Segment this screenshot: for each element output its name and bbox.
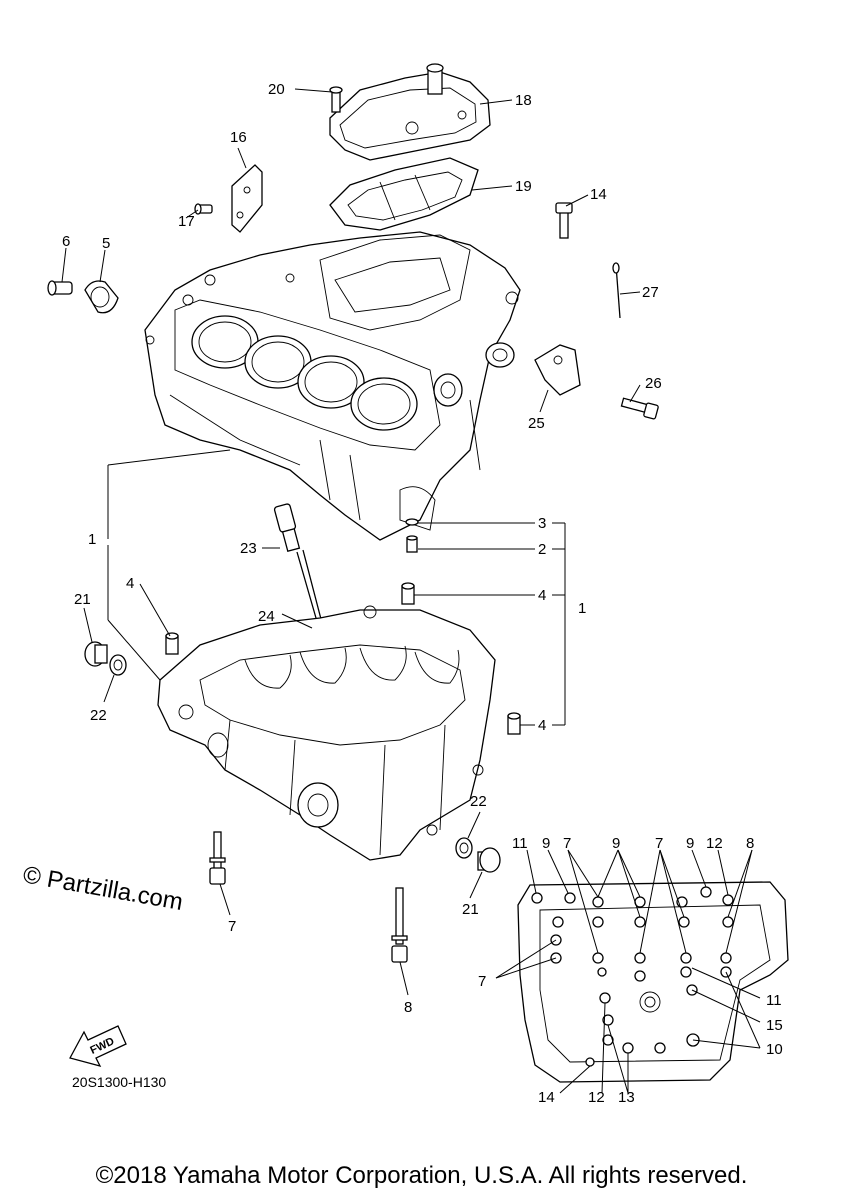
callout-16: 16: [230, 129, 247, 146]
inset-callout-11-right: 11: [766, 992, 782, 1009]
crankcase-cover: [329, 63, 491, 161]
leader-lines: [61, 88, 761, 1094]
callout-27: 27: [642, 284, 659, 301]
plate-bolt: [194, 203, 213, 215]
callout-4-left: 4: [126, 575, 134, 592]
callout-4-right-top: 4: [538, 587, 546, 604]
callout-5: 5: [102, 235, 110, 252]
inset-callout-9-c: 9: [686, 835, 694, 852]
callout-4-right-bottom: 4: [538, 717, 546, 734]
fwd-arrow-icon: FWD: [69, 1025, 127, 1067]
dowel-pin-4b: [165, 632, 179, 655]
cover-bolt: [329, 86, 343, 113]
callout-23: 23: [240, 540, 257, 557]
inset-callout-7-b: 7: [655, 835, 663, 852]
callout-6: 6: [62, 233, 70, 250]
callout-labels: 20 18 16 19 14 17 6 5 27 26 25 3 2 1 23 …: [62, 81, 783, 1106]
inset-callout-11-top: 11: [512, 835, 528, 852]
watermark-text: © Partzilla.com: [21, 861, 185, 916]
inset-callout-14: 14: [538, 1089, 555, 1106]
callout-26: 26: [645, 375, 662, 392]
inset-callout-10: 10: [766, 1041, 783, 1058]
gasket-left: [109, 654, 127, 676]
copyright-notice: ©2018 Yamaha Motor Corporation, U.S.A. A…: [95, 1162, 748, 1189]
crankcase-bolt-8: [391, 887, 408, 963]
o-ring-3: [405, 518, 419, 526]
inset-callout-7-c: 7: [478, 973, 486, 990]
callout-17: 17: [178, 213, 195, 230]
callout-14: 14: [590, 186, 607, 203]
callout-19: 19: [515, 178, 532, 195]
callout-20: 20: [268, 81, 285, 98]
callout-18: 18: [515, 92, 532, 109]
inset-callout-12-top: 12: [706, 835, 723, 852]
bolt-pattern-inset: [517, 881, 789, 1083]
gasket-right: [455, 837, 473, 859]
plug-2: [406, 535, 418, 553]
callout-1-left: 1: [88, 531, 96, 548]
callout-3: 3: [538, 515, 546, 532]
inset-callout-9-b: 9: [612, 835, 620, 852]
dowel-pin-4a: [401, 582, 415, 605]
crankcase-bolt-14: [555, 202, 573, 239]
sensor-cover: [84, 280, 119, 314]
inset-callout-15: 15: [766, 1017, 783, 1034]
callout-2: 2: [538, 541, 546, 558]
crankcase-bolt-7: [209, 831, 226, 885]
dipstick: [612, 262, 621, 319]
drain-plug-right: [477, 847, 501, 873]
sender-switch: [273, 503, 323, 626]
callout-21-left: 21: [74, 591, 91, 608]
callout-8-bottom: 8: [404, 999, 412, 1016]
dowel-pin-4c: [507, 712, 521, 735]
bracket-bolt: [620, 397, 659, 420]
inset-callout-13: 13: [618, 1089, 635, 1106]
bracket: [534, 344, 581, 396]
plug-bolt: [47, 280, 73, 296]
lower-crankcase: [157, 605, 496, 861]
inset-callout-8: 8: [746, 835, 754, 852]
callout-25: 25: [528, 415, 545, 432]
diagram-code: 20S1300-H130: [72, 1074, 166, 1090]
inset-callout-12-bottom: 12: [588, 1089, 605, 1106]
callout-21-right: 21: [462, 901, 479, 918]
callout-7-bottom: 7: [228, 918, 236, 935]
upper-crankcase: [144, 231, 521, 541]
callout-24: 24: [258, 608, 275, 625]
callout-22-right: 22: [470, 793, 487, 810]
inset-callout-9-a: 9: [542, 835, 550, 852]
breather-plate: [231, 164, 263, 233]
drain-plug-left: [84, 641, 108, 667]
callout-22-left: 22: [90, 707, 107, 724]
cover-gasket: [329, 157, 479, 231]
inset-callout-7-a: 7: [563, 835, 571, 852]
callout-1-right: 1: [578, 600, 586, 617]
